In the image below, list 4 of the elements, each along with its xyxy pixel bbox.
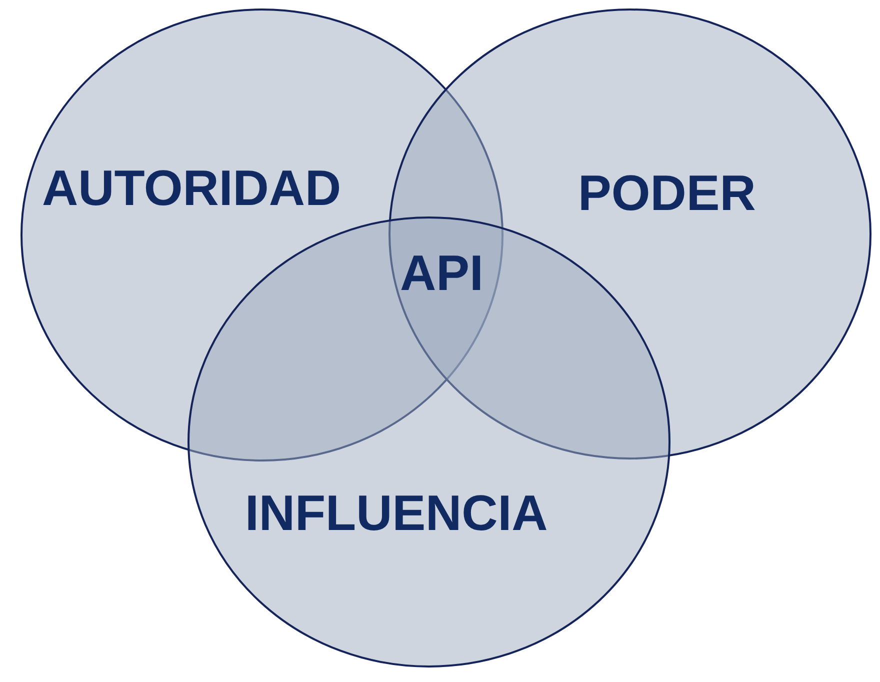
intersection-label: API [400,248,484,298]
circle-label: PODER [578,168,756,218]
circle-label: AUTORIDAD [42,163,342,213]
circle-label: INFLUENCIA [245,488,548,538]
